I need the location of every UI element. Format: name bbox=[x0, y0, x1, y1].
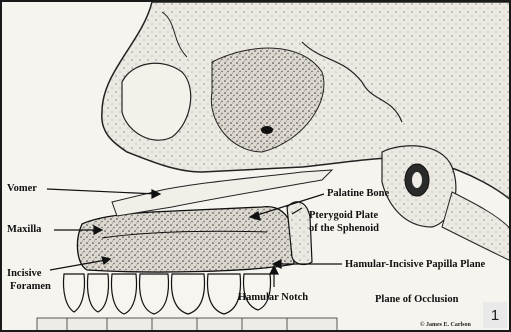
label-hamular-incisive-plane: Hamular-Incisive Papilla Plane bbox=[345, 259, 485, 270]
label-palatine-bone: Palatine Bone bbox=[327, 188, 389, 199]
label-incisive-foramen-1: Incisive bbox=[7, 268, 41, 279]
figure-number-badge: 1 bbox=[483, 302, 507, 328]
copyright-credit: © James E. Carlson bbox=[420, 322, 471, 328]
label-vomer: Vomer bbox=[7, 183, 37, 194]
zygomatic-foramen bbox=[261, 126, 273, 134]
maxilla-body bbox=[77, 207, 294, 272]
label-hamular-notch: Hamular Notch bbox=[238, 292, 308, 303]
orbit-outline bbox=[122, 63, 191, 140]
grid-strip bbox=[37, 318, 337, 332]
label-pterygoid-plate-1: Pterygoid Plate bbox=[309, 210, 378, 222]
label-incisive-foramen-2: Foramen bbox=[10, 281, 51, 292]
label-plane-of-occlusion: Plane of Occlusion bbox=[375, 294, 458, 305]
label-pterygoid-plate-2: of the Sphenoid bbox=[309, 223, 379, 235]
label-maxilla: Maxilla bbox=[7, 224, 41, 235]
